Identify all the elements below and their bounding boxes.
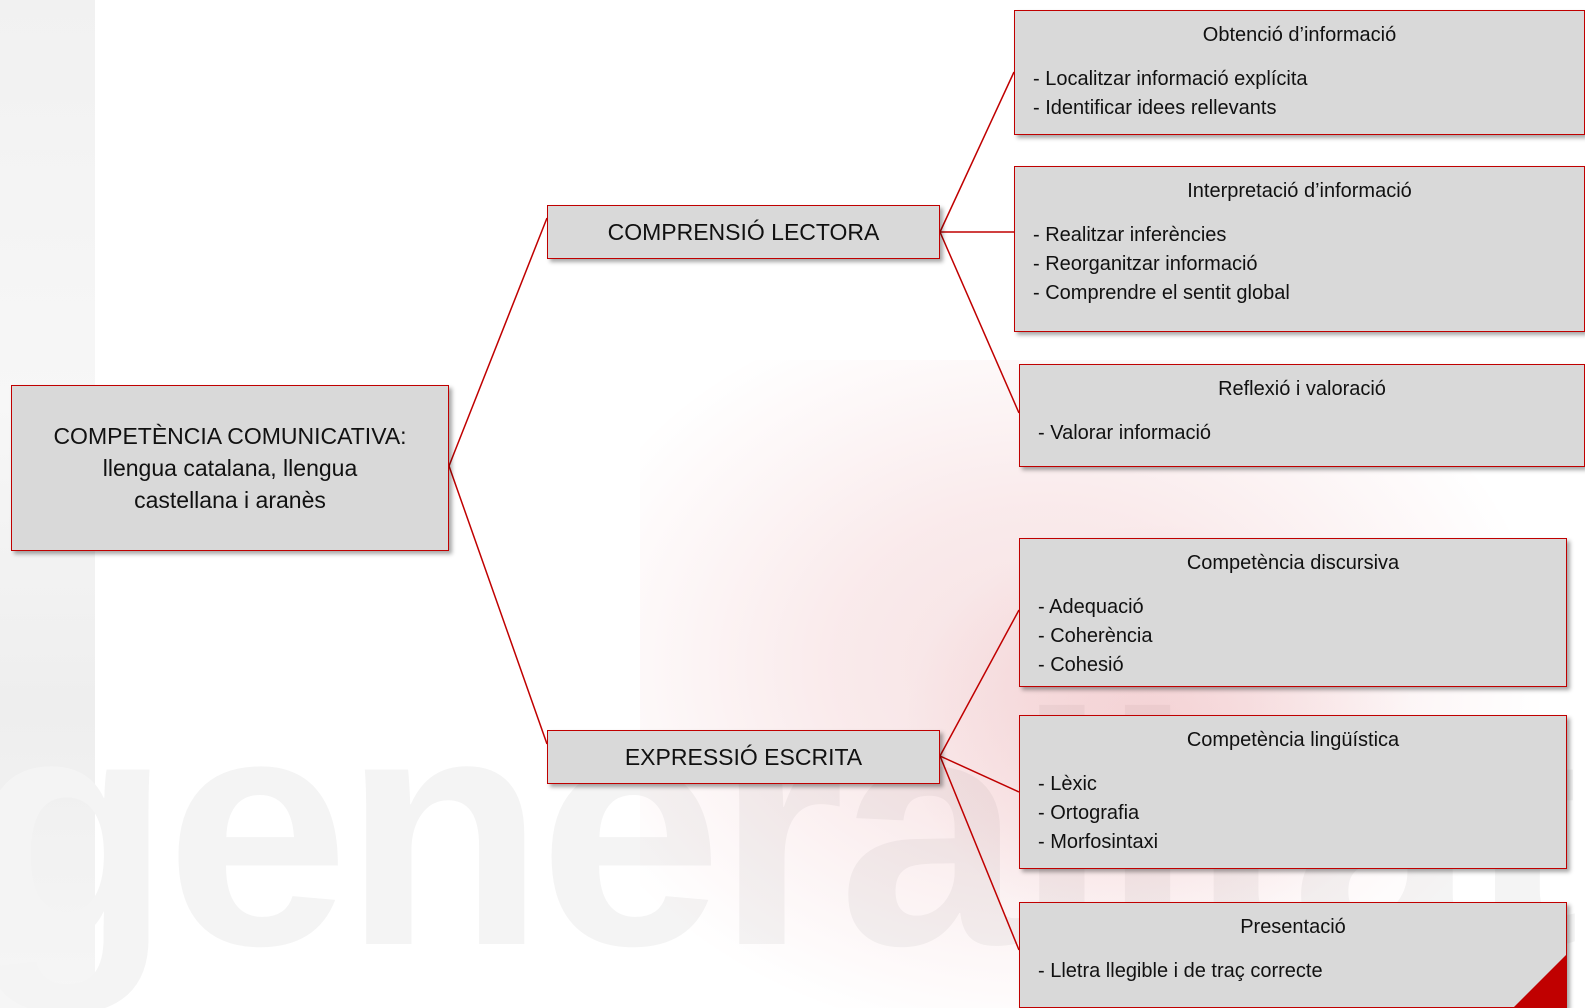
leaf-item-list: - Adequació - Coherència - Cohesió — [1038, 593, 1566, 680]
leaf-item: - Cohesió — [1038, 654, 1124, 676]
leaf-item: - Reorganitzar informació — [1033, 253, 1258, 275]
leaf-item: - Adequació — [1038, 596, 1144, 618]
leaf-item: - Valorar informació — [1038, 422, 1212, 444]
leaf-item-list: - Lletra llegible i de traç correcte — [1038, 957, 1566, 986]
connector-root-to-comprensio — [448, 217, 548, 467]
leaf-title: Interpretació d’informació — [1187, 180, 1412, 202]
leaf-item-list: - Valorar informació — [1038, 419, 1584, 448]
leaf-item: - Comprendre el sentit global — [1033, 282, 1290, 304]
leaf-item: - Identificar idees rellevants — [1033, 97, 1277, 119]
leaf-item: - Coherència — [1038, 625, 1153, 647]
connector-expressio-to-presentacio — [939, 755, 1020, 951]
connector-expressio-to-linguistica — [939, 755, 1020, 793]
leaf-item: - Localitzar informació explícita — [1033, 68, 1308, 90]
leaf-item-list: - Localitzar informació explícita - Iden… — [1033, 65, 1584, 123]
leaf-competencia-discursiva: Competència discursiva - Adequació - Coh… — [1019, 538, 1567, 687]
root-label: COMPETÈNCIA COMUNICATIVA: llengua catala… — [53, 423, 407, 513]
connector-comprensio-to-reflexio — [939, 231, 1020, 414]
leaf-title: Reflexió i valoració — [1218, 378, 1386, 400]
connector-comprensio-to-obtencio — [939, 71, 1015, 233]
branch-label: COMPRENSIÓ LECTORA — [607, 218, 880, 245]
leaf-obtencio-informacio: Obtenció d’informació - Localitzar infor… — [1014, 10, 1585, 135]
leaf-item: - Lletra llegible i de traç correcte — [1038, 960, 1323, 982]
connector-root-to-expressio — [448, 465, 548, 745]
leaf-competencia-linguistica: Competència lingüística - Lèxic - Ortogr… — [1019, 715, 1567, 869]
branch-label: EXPRESSIÓ ESCRITA — [624, 743, 863, 770]
leaf-item: - Lèxic — [1038, 773, 1097, 795]
root-node: COMPETÈNCIA COMUNICATIVA: llengua catala… — [11, 385, 449, 551]
branch-expressio-escrita: EXPRESSIÓ ESCRITA — [547, 730, 940, 784]
leaf-title: Competència discursiva — [1186, 552, 1400, 574]
leaf-item: - Morfosintaxi — [1038, 831, 1159, 853]
corner-accent — [1514, 955, 1566, 1007]
leaf-interpretacio-informacio: Interpretació d’informació - Realitzar i… — [1014, 166, 1585, 332]
leaf-item-list: - Realitzar inferències - Reorganitzar i… — [1033, 221, 1584, 308]
leaf-reflexio-valoracio: Reflexió i valoració - Valorar informaci… — [1019, 364, 1585, 467]
branch-comprensio-lectora: COMPRENSIÓ LECTORA — [547, 205, 940, 259]
leaf-item-list: - Lèxic - Ortografia - Morfosintaxi — [1038, 770, 1566, 857]
leaf-title: Competència lingüística — [1186, 729, 1400, 751]
leaf-title: Obtenció d’informació — [1202, 24, 1397, 46]
leaf-presentacio: Presentació - Lletra llegible i de traç … — [1019, 902, 1567, 1008]
connector-expressio-to-discursiva — [939, 609, 1020, 757]
leaf-item: - Ortografia — [1038, 802, 1140, 824]
leaf-title: Presentació — [1240, 916, 1346, 938]
leaf-item: - Realitzar inferències — [1033, 224, 1227, 246]
